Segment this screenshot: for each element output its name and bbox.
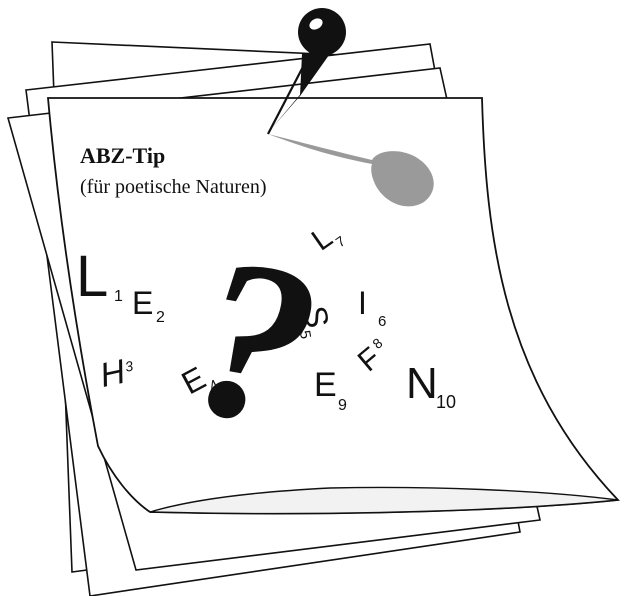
letter-L1: L 1 [76,244,123,309]
letter-N10: N 10 [406,359,456,412]
note-subtitle: (für poetische Naturen) [80,176,267,198]
note-title: ABZ-Tip [80,143,165,168]
letter-index: 3 [123,357,134,374]
letter-I6: I 6 [358,285,386,330]
letter-E2: E 2 [132,285,165,326]
letter-index: 9 [338,397,347,414]
letter: E [132,285,153,321]
pushpin-icon [267,8,346,135]
letter-index: 10 [436,392,456,412]
letter-index: 6 [378,313,386,330]
letter-E9: E 9 [314,366,347,414]
pin-shadow [268,134,434,207]
letter-index: 1 [114,288,123,305]
letter: I [358,285,367,321]
letter: L [76,244,108,309]
letter: N [406,359,438,408]
letter: E [314,366,337,404]
sheet-curl [149,486,619,515]
letter-index: 5 [296,329,314,340]
letter-index: 2 [156,309,165,326]
